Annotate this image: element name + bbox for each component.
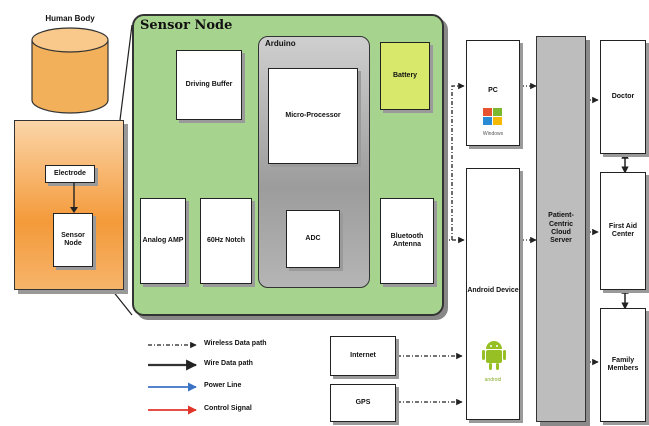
legend-control-label: Control Signal: [204, 405, 252, 412]
android-device-label: Android Device: [467, 286, 519, 294]
micro-processor-box: Micro-Processor: [268, 68, 358, 164]
internet-box: Internet: [330, 336, 396, 376]
gps-box: GPS: [330, 384, 396, 422]
adc-box: ADC: [286, 210, 340, 268]
analog-amp-box: Analog AMP: [140, 198, 186, 284]
electrode-box: Electrode: [45, 165, 95, 183]
battery-box: Battery: [380, 42, 430, 110]
windows-text: Windows: [482, 130, 504, 137]
legend-wireless-label: Wireless Data path: [204, 340, 267, 347]
arduino-title: Arduino: [265, 39, 296, 48]
legend-power-label: Power Line: [204, 382, 242, 389]
human-body-title: Human Body: [45, 14, 95, 24]
windows-logo-icon: [483, 108, 502, 125]
notch-filter-box: 60Hz Notch: [200, 198, 252, 284]
body-cylinder-icon: [31, 27, 109, 114]
android-robot-icon: [482, 341, 506, 370]
electrode-arrow-icon: [70, 183, 78, 213]
bluetooth-antenna-box: Bluetooth Antenna: [380, 198, 434, 284]
cloud-server-box: Patient-Centric Cloud Server: [536, 36, 586, 422]
zoom-line-bottom: [111, 289, 133, 316]
body-sensor-node-box: Sensor Node: [53, 213, 93, 267]
body-block: Electrode Sensor Node: [14, 120, 124, 290]
pc-label: PC: [488, 86, 498, 94]
driving-buffer-box: Driving Buffer: [176, 50, 242, 120]
pc-box: PC Windows: [466, 40, 520, 146]
android-device-box: Android Device android: [466, 168, 520, 420]
doctor-box: Doctor: [600, 40, 646, 154]
sensor-node-title: Sensor Node: [140, 18, 233, 33]
family-members-box: Family Members: [600, 308, 646, 422]
zoom-line-top: [119, 24, 133, 121]
android-brand-text: android: [484, 376, 502, 383]
legend-wire-label: Wire Data path: [204, 360, 253, 367]
first-aid-center-box: First Aid Center: [600, 172, 646, 290]
